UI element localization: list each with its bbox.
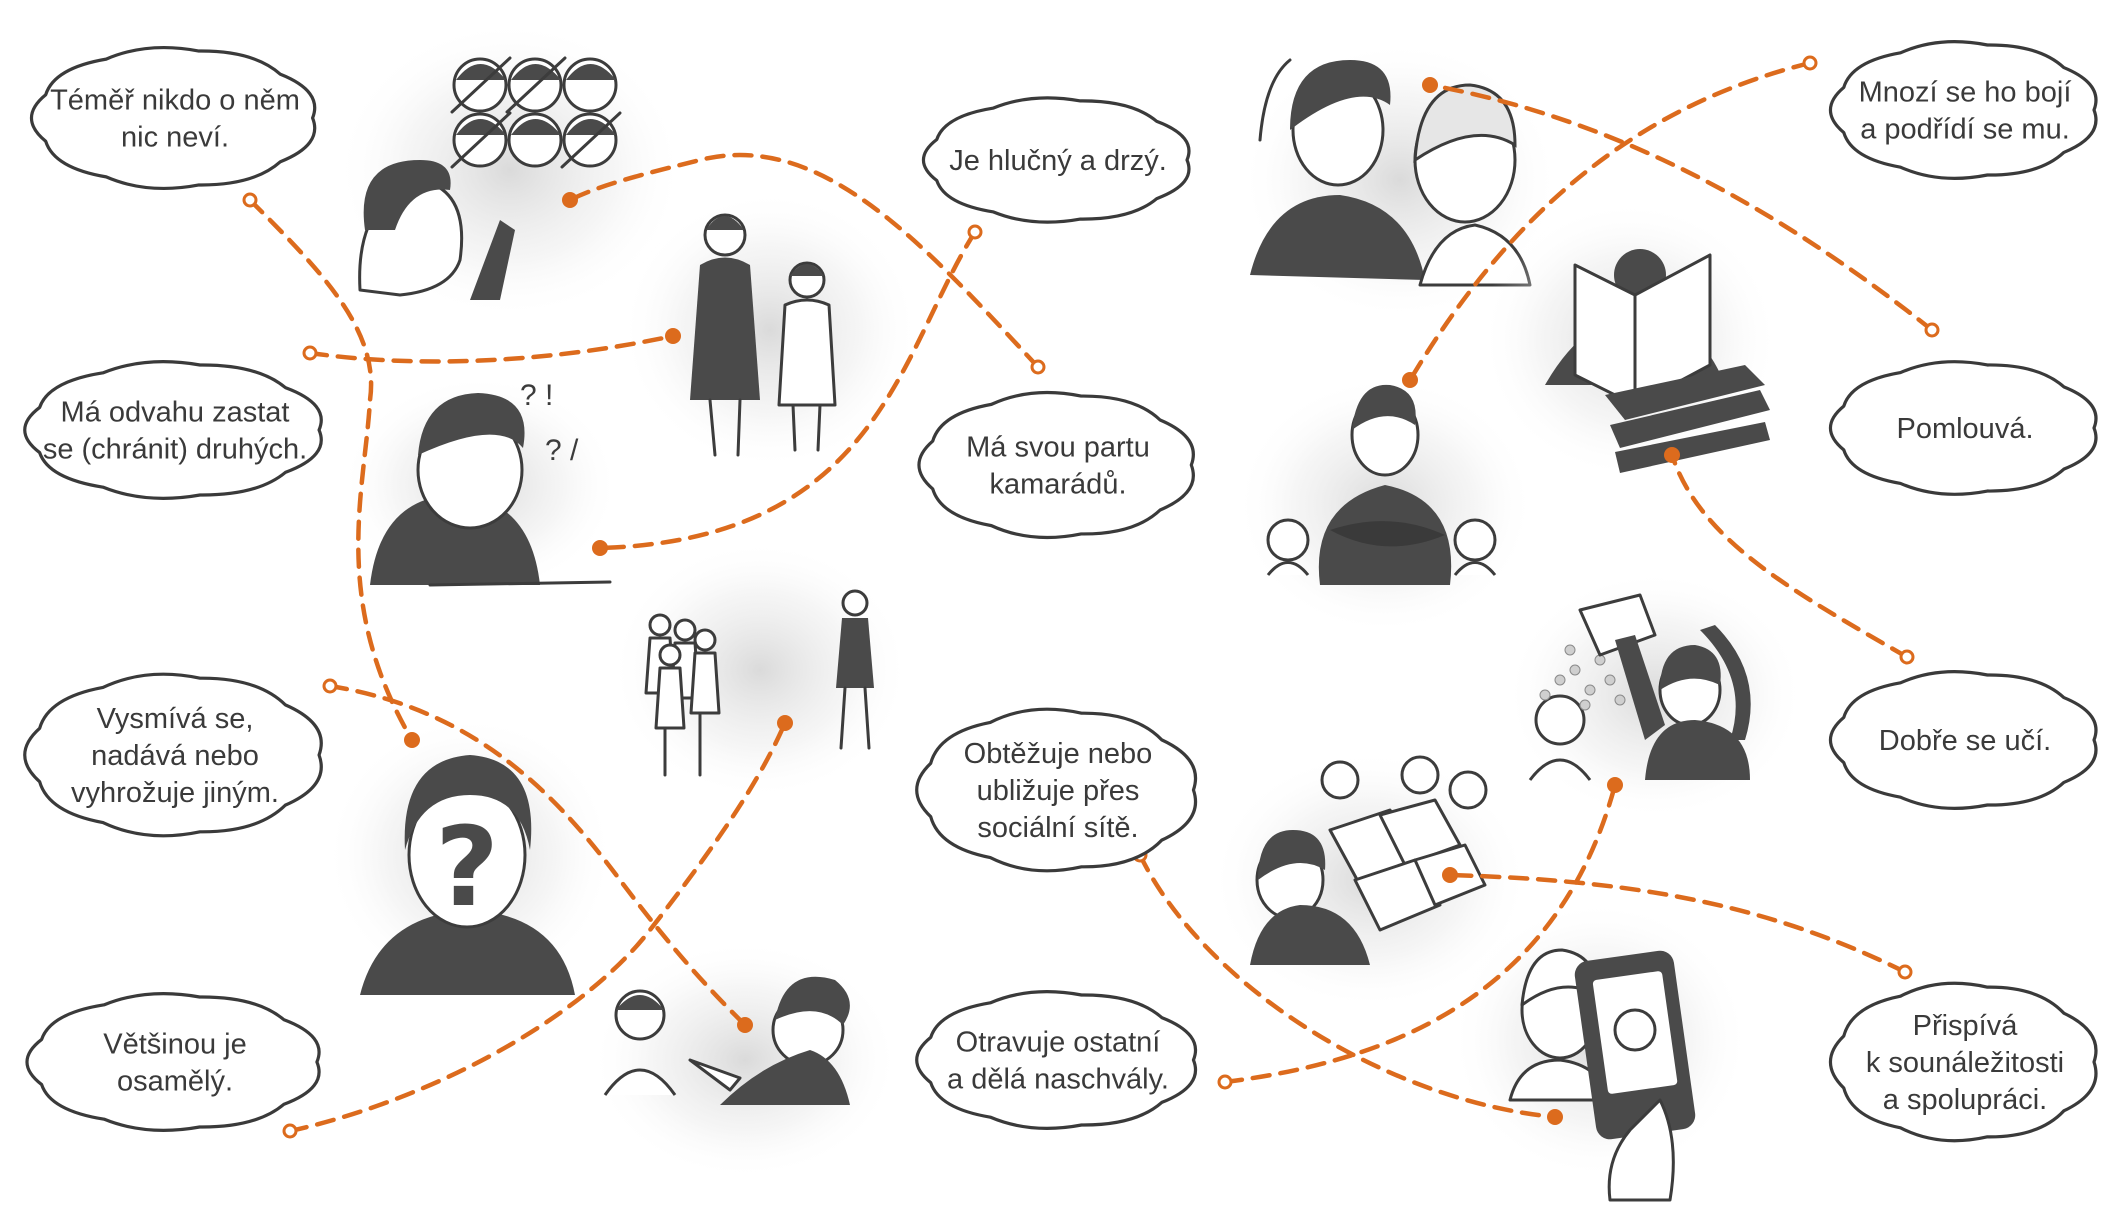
bubble-text-line: a dělá naschvály. [947,1064,1169,1096]
link-b12-i11 [1447,872,1908,975]
link-b3-i6 [327,683,748,1028]
thought-bubble: Většinou je osamělý. [25,992,321,1132]
boy-protecting-friend-illustration [620,190,920,470]
thought-bubble: Vysmívá se, nadává nebo vyhrožuje jiným. [23,672,323,838]
link-b2-i2 [307,333,676,364]
thought-bubble: Má odvahu zastat se (chránit) druhých. [23,360,323,500]
thought-bubble: Přispívá k sounáležitosti a spolupráci. [1829,981,2098,1143]
phone-photo-illustration [1450,900,1750,1202]
svg-text:?: ? [435,803,499,931]
bubble-outline [1828,670,2098,810]
boy-reading-books-illustration [1480,200,1780,480]
crossed-out-faces-illustration [335,20,685,320]
bubble-text-line: Pomlouvá. [1896,413,2033,445]
bubble-text-line: sociální sítě. [977,812,1138,844]
boy-with-crossed-arms-illustration [1235,375,1535,635]
bubble-outline [25,992,321,1132]
question-mark-face-illustration: ? [325,715,615,995]
lonely-boy-apart-from-group-illustration [610,540,910,800]
speech-bubbles: Téměř nikdo o něm nic neví. Má odvahu zast… [23,40,2098,1143]
thought-bubble: Otravuje ostatní a dělá naschvály. [915,990,1198,1130]
thought-bubble: Obtěžuje nebo ubližuje přes sociální sítě. [915,707,1198,873]
link-b9-i9 [1407,60,1813,383]
bubble-text-line: Obtěžuje nebo [964,738,1153,770]
bubble-outline [917,390,1195,540]
link-b7-i12 [1137,852,1558,1120]
bubble-text-line: Je hlučný a drzý. [949,145,1167,177]
bubble-text-line: nic neví. [121,122,229,154]
bubble-outline [1829,981,2098,1143]
thought-bubble: Téměř nikdo o něm nic neví. [30,46,317,190]
bubble-outline [23,672,323,838]
bubble-text-line: kamarádů. [989,469,1126,501]
bubble-text-line: Mnozí se ho bojí [1859,77,2072,109]
bubble-text-line: Má svou partu [966,432,1150,464]
svg-text:? !: ? ! [520,379,553,412]
thought-bubble: Mnozí se ho bojí a podřídí se mu. [1828,40,2098,180]
bubble-outline [915,990,1198,1130]
bubble-text-line: k sounáležitosti [1866,1047,2064,1079]
bubble-outline [915,707,1198,873]
thought-bubble: Je hlučný a drzý. [921,96,1191,224]
connection-endpoints [242,55,1940,1139]
bubble-outline [1828,40,2098,180]
bubble-text-line: Otravuje ostatní [956,1027,1161,1059]
bubble-outline [30,46,317,190]
link-b8-i10 [1222,782,1618,1085]
bubble-outline [921,96,1191,224]
link-b4-i4 [287,720,788,1134]
bubble-text-line: Přispívá [1913,1010,2019,1042]
boy-pointing-laughing-illustration [590,940,900,1180]
thought-bubble: Dobře se učí. [1828,670,2098,810]
bubble-text-line: Většinou je [103,1029,247,1061]
thought-bubble: Má svou partu kamarádů. [917,390,1195,540]
link-b1-i5 [247,197,415,743]
bubble-text-line: Vysmívá se, [97,703,254,735]
bubble-text-line: a spolupráci. [1883,1084,2047,1116]
bubble-text-line: Má odvahu zastat [61,397,290,429]
pouring-on-head-illustration [1505,570,1805,820]
bubble-text-line: se (chránit) druhých. [43,434,307,466]
link-b6-i1 [567,152,1041,370]
link-b11-i8 [1669,452,1910,660]
bubble-text-line: Dobře se učí. [1879,725,2051,757]
bubble-outline [23,360,323,500]
bubble-text-line: vyhrožuje jiným. [71,777,279,809]
link-b5-i3 [597,229,978,551]
bubble-text-line: ubližuje přes [977,775,1140,807]
bubble-text-line: a podřídí se mu. [1860,114,2070,146]
bubble-text-line: nadává nebo [91,740,259,772]
bubble-text-line: osamělý. [117,1066,233,1098]
connection-lines [247,60,1935,1134]
confused-boy-illustration: ? ! ? / [340,375,620,595]
svg-text:? /: ? / [545,434,579,467]
bubble-outline [1828,360,2098,496]
link-b10-i7 [1427,82,1935,333]
bubble-text-line: Téměř nikdo o něm [50,85,300,117]
girls-whispering-illustration [1240,40,1560,320]
thought-bubble: Pomlouvá. [1828,360,2098,496]
